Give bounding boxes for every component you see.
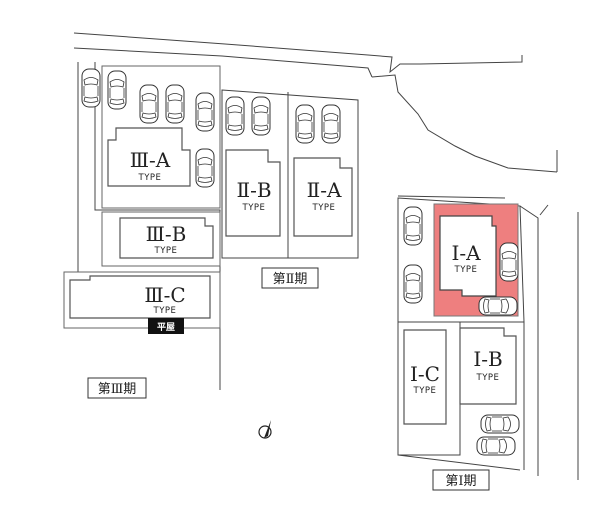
lot-2b-type: TYPE bbox=[242, 203, 266, 213]
lot-1a-type: TYPE bbox=[454, 265, 478, 275]
lot-3c-type: TYPE bbox=[153, 306, 177, 316]
phase2-area bbox=[221, 89, 359, 259]
car-icon bbox=[107, 70, 127, 110]
lot-3a-name: Ⅲ-A bbox=[130, 148, 171, 172]
phase3-label: 第Ⅲ期 bbox=[87, 377, 147, 399]
road-lines bbox=[73, 32, 579, 480]
lot-1c-name: Ⅰ-C bbox=[410, 362, 440, 386]
svg-text:第Ⅲ期: 第Ⅲ期 bbox=[98, 382, 137, 397]
cars bbox=[81, 68, 520, 456]
house-3b[interactable]: Ⅲ-B TYPE bbox=[119, 217, 214, 259]
car-icon bbox=[195, 92, 215, 132]
car-icon bbox=[480, 414, 520, 434]
lot-3b-name: Ⅲ-B bbox=[146, 222, 187, 246]
svg-text:第Ⅱ期: 第Ⅱ期 bbox=[273, 272, 308, 287]
car-icon bbox=[403, 264, 423, 304]
car-icon bbox=[225, 96, 245, 136]
lot-2a-type: TYPE bbox=[312, 203, 336, 213]
house-3c[interactable]: Ⅲ-C TYPE 平屋 bbox=[69, 275, 211, 334]
single-story-badge-bg bbox=[148, 318, 184, 334]
north-arrow-icon bbox=[258, 420, 272, 439]
car-icon bbox=[165, 84, 185, 124]
car-icon bbox=[478, 296, 518, 316]
lot-2b-name: Ⅱ-B bbox=[236, 178, 271, 202]
house-1b[interactable]: Ⅰ-B TYPE bbox=[459, 327, 517, 405]
phase1-label: 第Ⅰ期 bbox=[432, 469, 490, 491]
house-2a[interactable]: Ⅱ-A TYPE bbox=[293, 157, 353, 237]
car-icon bbox=[139, 84, 159, 124]
car-icon bbox=[251, 96, 271, 136]
lot-3b-type: TYPE bbox=[154, 246, 178, 256]
car-icon bbox=[499, 242, 519, 282]
lot-1b-name: Ⅰ-B bbox=[473, 347, 502, 371]
house-1c[interactable]: Ⅰ-C TYPE bbox=[403, 329, 447, 425]
car-icon bbox=[295, 104, 315, 144]
svg-text:第Ⅰ期: 第Ⅰ期 bbox=[445, 474, 476, 489]
car-icon bbox=[81, 68, 101, 108]
house-2b[interactable]: Ⅱ-B TYPE bbox=[225, 149, 281, 237]
lot-3c-name: Ⅲ-C bbox=[144, 283, 185, 307]
car-icon bbox=[403, 206, 423, 246]
house-1a[interactable]: Ⅰ-A TYPE bbox=[439, 215, 497, 297]
lot-3a-type: TYPE bbox=[138, 173, 162, 183]
lot-1b-type: TYPE bbox=[476, 373, 500, 383]
car-icon bbox=[321, 104, 341, 144]
lot-1c-type: TYPE bbox=[413, 386, 437, 396]
single-story-badge: 平屋 bbox=[157, 322, 175, 333]
lot-2a-name: Ⅱ-A bbox=[307, 178, 342, 202]
phase2-label: 第Ⅱ期 bbox=[261, 267, 319, 289]
car-icon bbox=[195, 148, 215, 188]
house-3a[interactable]: Ⅲ-A TYPE bbox=[107, 127, 191, 187]
car-icon bbox=[476, 436, 516, 456]
lot-1a-name: Ⅰ-A bbox=[451, 241, 481, 265]
